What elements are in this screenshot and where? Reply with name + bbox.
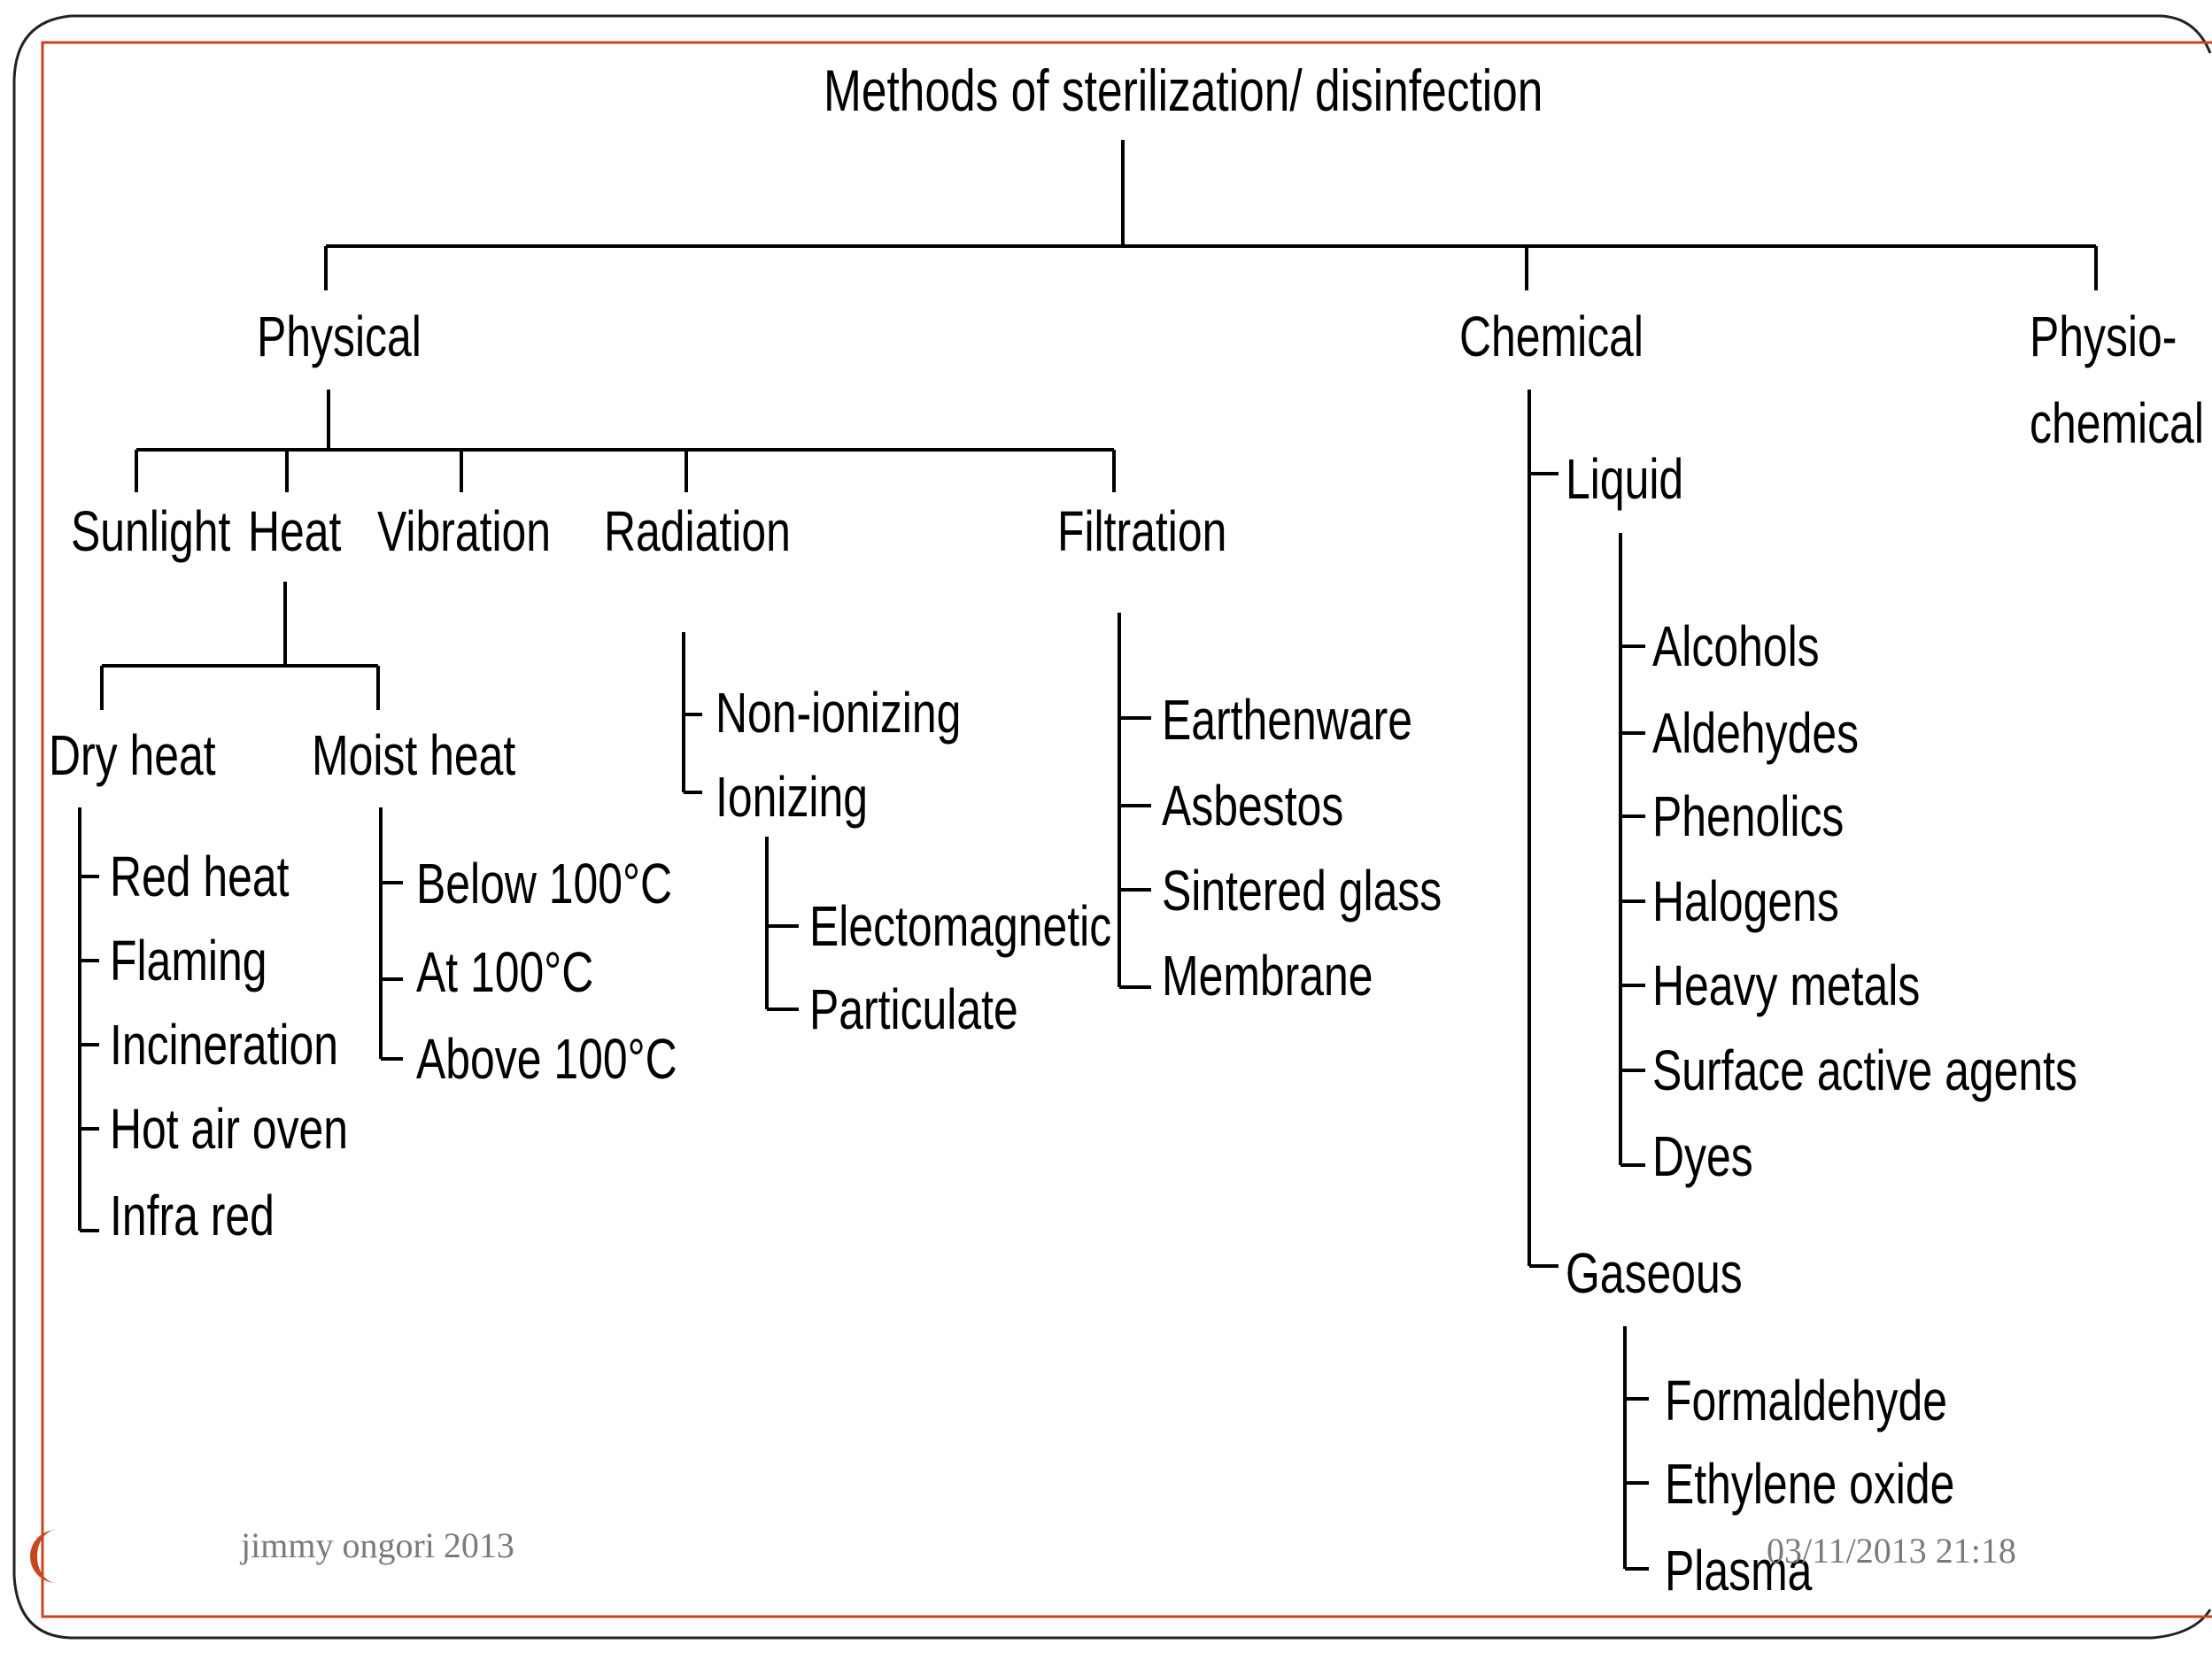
tree-labels: Methods of sterilization/ disinfection P… [49,58,2204,1603]
node-moist-heat: Moist heat [312,724,515,787]
node-filtration: Filtration [1057,500,1226,563]
node-chemical: Chemical [1459,305,1644,368]
leaf-alcohols: Alcohols [1652,615,1820,678]
leaf-below-100c: Below 100°C [416,853,672,915]
leaf-surface-active-agents: Surface active agents [1652,1039,2077,1102]
leaf-halogens: Halogens [1652,870,1839,933]
leaf-earthenware: Earthenware [1162,689,1412,752]
leaf-membrane: Membrane [1162,945,1373,1008]
leaf-phenolics: Phenolics [1652,785,1844,848]
diagram-title: Methods of sterilization/ disinfection [824,58,1543,124]
slide-frame [12,14,2212,1640]
node-gaseous: Gaseous [1566,1242,1743,1305]
leaf-particulate: Particulate [809,978,1018,1041]
leaf-formaldehyde: Formaldehyde [1665,1370,1947,1432]
leaf-hot-air-oven: Hot air oven [110,1098,348,1161]
node-physical: Physical [257,305,422,368]
leaf-infra-red: Infra red [110,1185,275,1247]
node-sunlight: Sunlight [71,500,230,563]
leaf-incineration: Incineration [110,1014,338,1077]
node-vibration: Vibration [377,500,551,563]
slide-accent-border [41,41,2212,1618]
leaf-red-heat: Red heat [110,845,290,908]
node-physio-chemical-line2: chemical [2030,392,2204,455]
leaf-electomagnetic: Electomagnetic [809,895,1111,958]
leaf-above-100c: Above 100°C [416,1028,677,1091]
leaf-flaming: Flaming [110,930,267,992]
node-physio-chemical-line1: Physio- [2030,305,2177,368]
leaf-at-100c: At 100°C [416,941,593,1004]
leaf-dyes: Dyes [1652,1125,1753,1188]
tree-connectors [78,140,2098,1571]
node-ionizing: Ionizing [715,766,868,829]
leaf-aldehydes: Aldehydes [1652,702,1859,765]
footer-author: jimmy ongori 2013 [241,1525,514,1565]
leaf-plasma: Plasma [1665,1540,1812,1602]
node-heat: Heat [248,500,341,563]
leaf-ethylene-oxide: Ethylene oxide [1665,1453,1954,1516]
leaf-asbestos: Asbestos [1162,775,1343,838]
leaf-heavy-metals: Heavy metals [1652,954,1920,1017]
accent-mark [30,1530,60,1583]
leaf-sintered-glass: Sintered glass [1162,860,1442,923]
footer-date: 03/11/2013 21:18 [1767,1531,2016,1571]
node-radiation: Radiation [604,500,791,563]
node-non-ionizing: Non-ionizing [715,682,961,745]
node-liquid: Liquid [1566,448,1683,511]
node-dry-heat: Dry heat [49,724,216,787]
